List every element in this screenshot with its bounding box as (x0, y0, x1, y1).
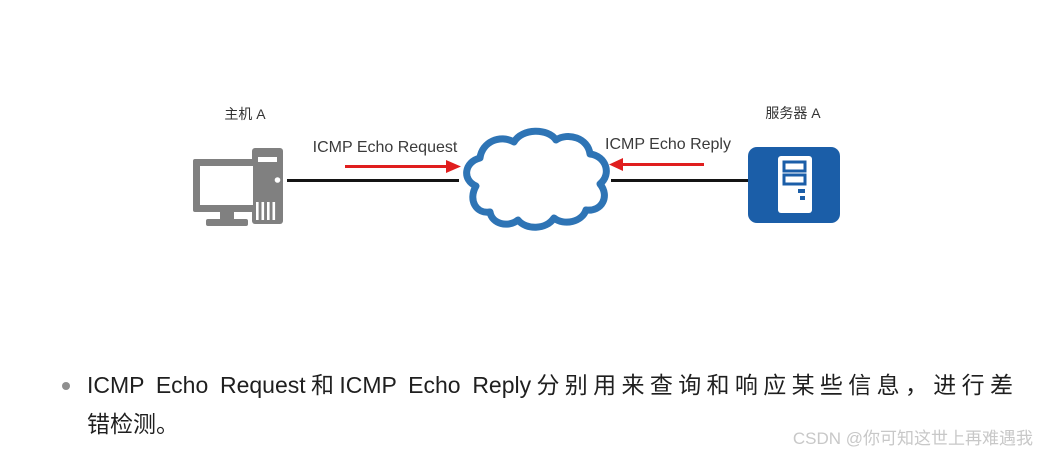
host-label: 主机 A (224, 106, 266, 122)
note-line-2: 错检测。 (87, 411, 179, 437)
server-icon (748, 147, 840, 223)
reply-label: ICMP Echo Reply (605, 136, 731, 153)
watermark: CSDN @你可知这世上再难遇我 (792, 429, 1033, 448)
link-cloud-server (611, 179, 750, 182)
note-line-1: ICMP Echo Request和ICMP Echo Reply分别用来查询和… (87, 372, 1013, 398)
bullet-icon (62, 382, 70, 390)
notes: ICMP Echo Request和ICMP Echo Reply分别用来查询和… (60, 366, 1013, 444)
request-label: ICMP Echo Request (312, 139, 458, 156)
network-cloud-icon (463, 127, 610, 231)
request-arrow-icon (345, 160, 461, 173)
note-text: ICMP Echo Request和ICMP Echo Reply分别用来查询和… (87, 366, 1013, 444)
server-label: 服务器 A (765, 105, 821, 121)
link-host-cloud (287, 179, 459, 182)
host-computer-icon (193, 148, 283, 226)
reply-arrow-icon (609, 158, 704, 171)
